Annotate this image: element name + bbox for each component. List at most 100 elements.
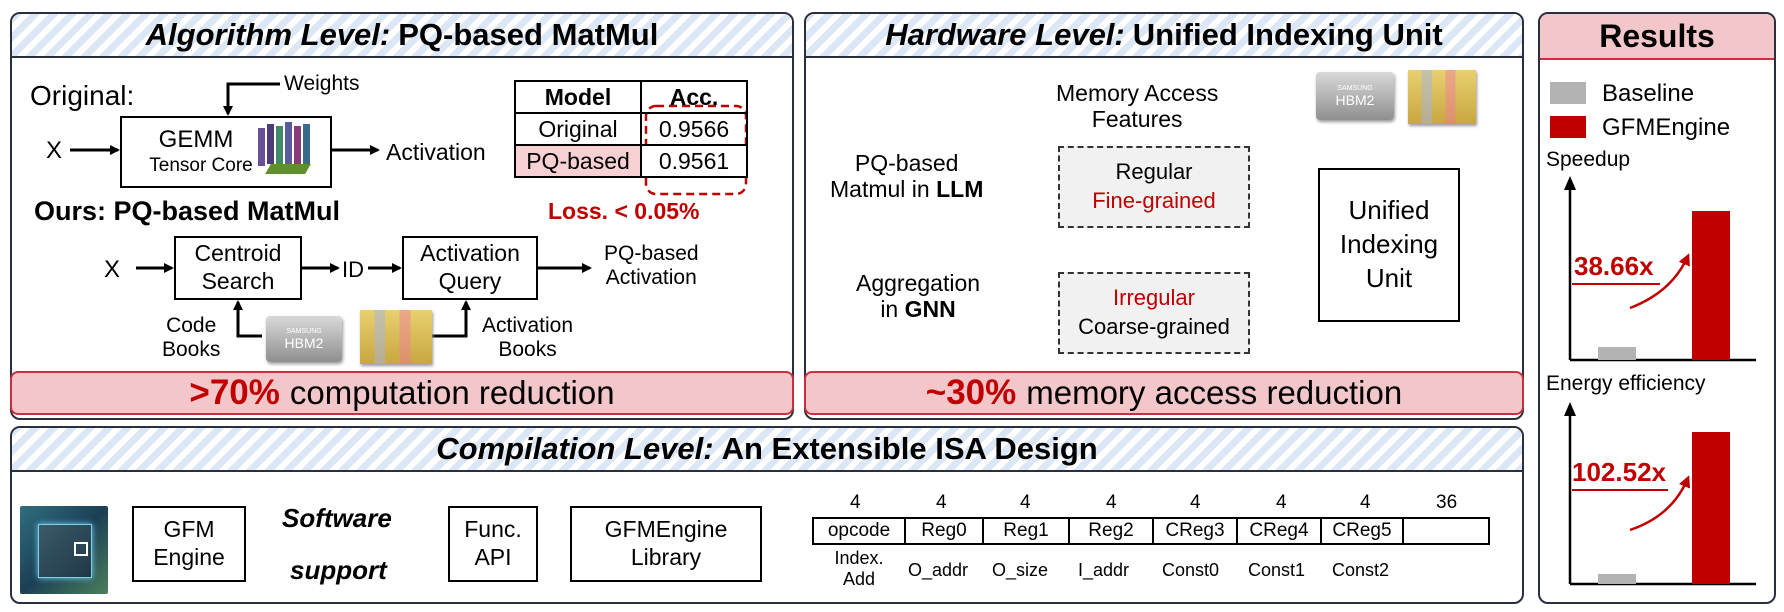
gemm-title: GEMM	[158, 126, 234, 154]
gfm-line1: GFM	[163, 516, 215, 543]
memory-reduction-banner: ~30% memory access reduction	[804, 371, 1524, 415]
energy-gfmengine-bar	[1692, 432, 1730, 584]
mem-line1: Memory Access	[1056, 80, 1219, 106]
lib-line1: GFMEngine	[604, 516, 728, 543]
codebooks-line1: Code	[166, 314, 217, 337]
isa-bits: 4	[936, 492, 947, 513]
isa-desc: O_addr	[908, 560, 969, 580]
tensor-core-icon	[254, 120, 320, 180]
speedup-y-arrowhead	[1564, 176, 1576, 190]
results-header: Results	[1540, 14, 1774, 60]
ours-label: Ours: PQ-based MatMul	[34, 196, 341, 226]
chip-icon	[20, 506, 108, 594]
func-line1: Func.	[464, 516, 522, 543]
isa-field: CReg5	[1320, 517, 1404, 545]
query-line1: Activation	[420, 240, 520, 267]
algorithm-header-bold: PQ-based MatMul	[398, 17, 659, 52]
hbm-brand: SAMSUNG	[286, 327, 322, 335]
lib-line2: Library	[630, 544, 702, 570]
acc-row-value: 0.9566	[640, 112, 748, 146]
isa-field-reserved	[1402, 517, 1490, 545]
isa-bits: 4	[1276, 492, 1287, 513]
isa-desc: Const1	[1248, 560, 1306, 580]
energy-value: 102.52x	[1572, 457, 1666, 487]
pq-llm-label: PQ-based Matmul in LLM	[830, 150, 983, 203]
isa-field: CReg3	[1152, 517, 1238, 545]
regular-label: Regular	[1115, 159, 1193, 185]
mem-line2: Features	[1091, 106, 1183, 133]
pq-act-line2: Activation	[605, 266, 697, 290]
speedup-gfmengine-bar	[1692, 211, 1730, 360]
gfm-engine-box: GFM Engine	[132, 506, 246, 582]
isa-desc: Index. Add	[834, 548, 884, 589]
acc-row-value: 0.9561	[640, 144, 748, 178]
speedup-label: Speedup	[1546, 148, 1631, 171]
speedup-curve-arrow	[1629, 253, 1690, 310]
acc-header-model: Model	[514, 80, 642, 114]
computation-reduction-banner: >70% computation reduction	[10, 371, 794, 415]
speedup-value: 38.66x	[1574, 251, 1654, 281]
isa-desc: O_size	[992, 560, 1049, 580]
activation-label: Activation	[386, 139, 486, 165]
gfm-line2: Engine	[153, 544, 225, 570]
actbooks-label: Activation Books	[482, 314, 573, 362]
compilation-header-bold: An Extensible ISA Design	[721, 431, 1098, 466]
die-photo-icon	[1408, 70, 1476, 124]
isa-field: Reg2	[1068, 517, 1154, 545]
x2-label: X	[104, 256, 121, 283]
accuracy-table: Model Acc. Original 0.9566 PQ-based 0.95…	[514, 80, 748, 178]
acc-header-acc: Acc.	[640, 80, 748, 114]
arrow-actbooks-query	[432, 300, 471, 338]
memory-reduction-value: ~30%	[925, 373, 1017, 412]
legend-gfmengine-label: GFMEngine	[1602, 114, 1731, 141]
func-line2: API	[474, 544, 512, 570]
hardware-header-italic: Hardware Level:	[885, 17, 1125, 52]
isa-bits: 4	[1360, 492, 1371, 513]
results-header-text: Results	[1599, 17, 1715, 54]
hardware-header: Hardware Level: Unified Indexing Unit	[806, 14, 1522, 58]
pq-act-line1: PQ-based	[604, 242, 699, 265]
isa-bits: 36	[1436, 492, 1458, 513]
centroid-line1: Centroid	[194, 240, 282, 267]
isa-field: opcode	[812, 517, 906, 545]
results-panel: Results	[1538, 12, 1776, 604]
pq-llm-line2-prefix: Matmul in	[830, 176, 937, 203]
gemm-subtitle: Tensor Core	[149, 155, 253, 176]
fine-grained-label: Fine-grained	[1092, 188, 1216, 213]
actbooks-line2: Books	[498, 338, 557, 362]
regular-box: Regular Fine-grained	[1058, 146, 1250, 228]
speedup-baseline-bar	[1598, 347, 1636, 360]
isa-bits: 4	[1106, 492, 1117, 513]
centroid-line2: Search	[201, 268, 275, 294]
gfmengine-library-box: GFMEngine Library	[570, 506, 762, 582]
codebooks-label: Code Books	[162, 314, 220, 362]
agg-gnn-label: Aggregation in GNN	[856, 270, 980, 323]
isa-field: Reg1	[982, 517, 1070, 545]
centroid-search-box: Centroid Search	[174, 236, 302, 300]
computation-reduction-value: >70%	[189, 373, 280, 412]
hbm-label: HBM2	[1335, 91, 1375, 108]
memory-access-label: Memory Access Features	[1056, 80, 1218, 133]
isa-desc: I_addr	[1078, 560, 1130, 580]
energy-label: Energy efficiency	[1546, 372, 1706, 395]
func-api-box: Func. API	[448, 506, 538, 582]
arrow-weights-gemm	[223, 82, 280, 116]
die-photo-icon	[360, 310, 432, 364]
isa-desc: Const2	[1332, 560, 1390, 580]
hbm-chip-icon: SAMSUNG HBM2	[266, 316, 342, 362]
query-line2: Query	[438, 268, 502, 294]
pq-llm-line1: PQ-based	[854, 150, 959, 176]
unit-line2: Indexing	[1339, 229, 1439, 260]
arrow-codebooks-centroid	[233, 300, 262, 338]
hbm-brand: SAMSUNG	[1337, 84, 1373, 92]
unit-line1: Unified	[1348, 195, 1430, 226]
isa-field: CReg4	[1236, 517, 1322, 545]
legend-baseline-label: Baseline	[1602, 80, 1695, 107]
compilation-panel: Compilation Level: An Extensible ISA Des…	[10, 426, 1524, 604]
energy-y-arrowhead	[1564, 402, 1576, 416]
software-support-line1: Software	[282, 503, 392, 533]
computation-reduction-text: computation reduction	[289, 374, 615, 411]
algorithm-header: Algorithm Level: PQ-based MatMul	[12, 14, 792, 58]
isa-bits: 4	[1190, 492, 1201, 513]
acc-row-model: Original	[514, 112, 642, 146]
